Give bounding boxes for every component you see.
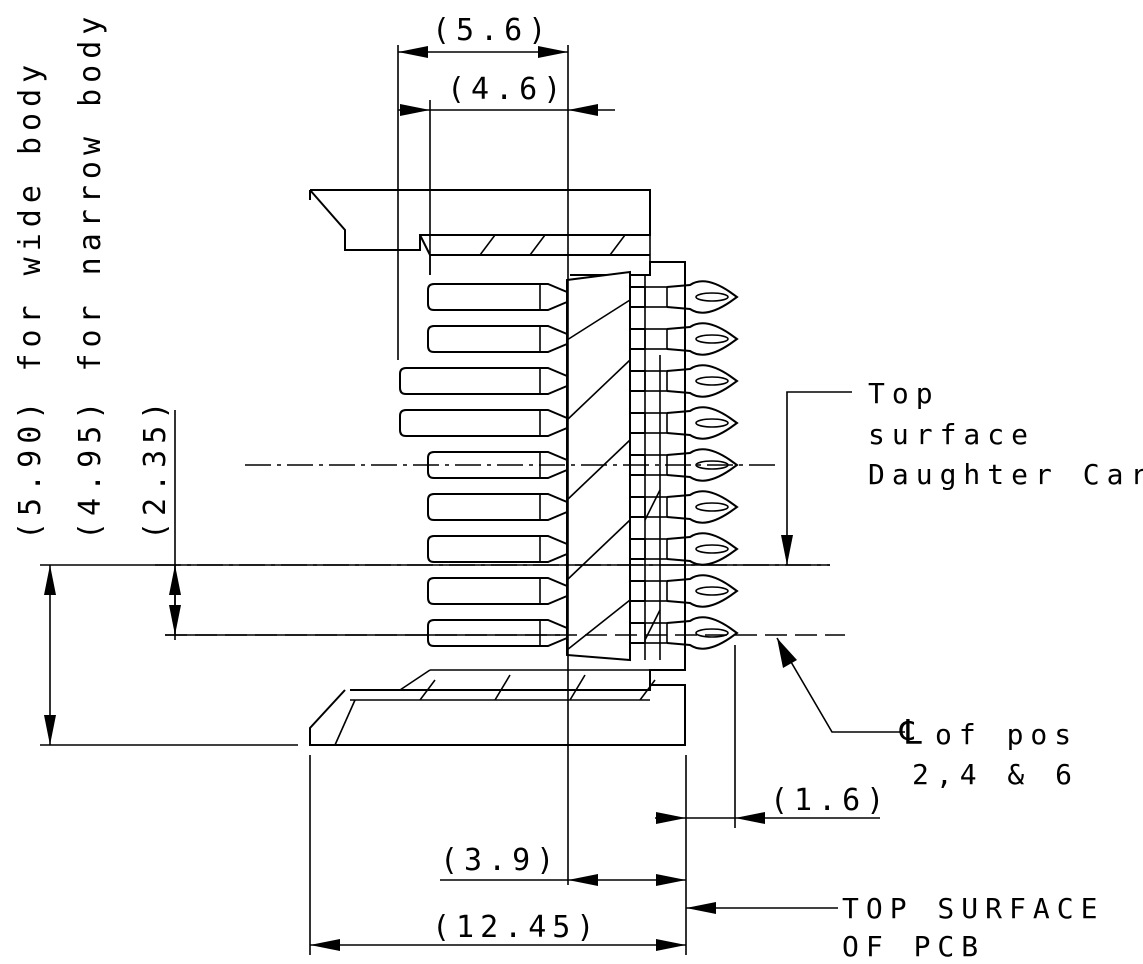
contact-row	[427, 616, 739, 650]
dim-top-outer: (5.6)	[432, 13, 552, 48]
contact-row	[427, 532, 739, 566]
contact-row	[399, 364, 739, 398]
daughter-card-label-line2: surface	[868, 418, 1035, 451]
contact-row	[427, 490, 739, 524]
dim-height-wide: (5.90) for wide body	[13, 59, 48, 540]
dim-top-inner: (4.6)	[447, 72, 567, 107]
dim-pin-offset: (1.6)	[770, 783, 890, 818]
dimension-arrows	[44, 46, 905, 951]
contact-row	[427, 322, 739, 356]
dim-height-narrow: (4.95) for narrow body	[73, 11, 108, 540]
dim-center-to-pcb: (3.9)	[440, 843, 560, 878]
centerline-symbol: ℄	[899, 713, 929, 753]
contact-row	[427, 280, 739, 314]
centerline-label-line1: of pos	[935, 718, 1078, 751]
daughter-card-label-line3: Daughter Card	[868, 458, 1143, 491]
contact-row	[399, 406, 739, 440]
centerline-label-line2: 2,4 & 6	[912, 758, 1079, 791]
connector-housing	[309, 189, 686, 746]
dim-offset: (2.35)	[138, 396, 173, 540]
contact-row	[427, 448, 739, 482]
contact-row	[427, 574, 739, 608]
dim-overall-width: (12.45)	[432, 910, 600, 945]
pcb-label-line2: OF PCB	[842, 930, 985, 963]
daughter-card-label-line1: Top	[868, 377, 940, 410]
contact-rows	[399, 280, 739, 650]
pcb-label-line1: TOP SURFACE	[842, 892, 1104, 925]
